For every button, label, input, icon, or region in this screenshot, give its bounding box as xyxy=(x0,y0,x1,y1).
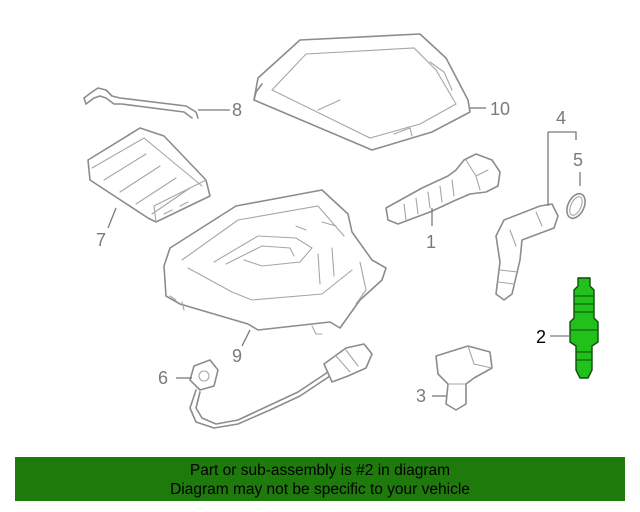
part-3-sensor[interactable] xyxy=(435,345,493,411)
callout-4: 4 xyxy=(556,108,566,128)
part-8-bracket[interactable] xyxy=(83,87,199,119)
part-9-tray[interactable] xyxy=(163,189,387,335)
callout-1: 1 xyxy=(426,232,436,252)
info-banner: Part or sub-assembly is #2 in diagram Di… xyxy=(15,457,625,501)
part-4-sensor[interactable] xyxy=(495,203,559,301)
part-2-spark-plug[interactable] xyxy=(569,277,599,379)
part-10-ecu-cover[interactable] xyxy=(253,33,471,151)
callout-9: 9 xyxy=(232,346,242,366)
part-7-control-module[interactable] xyxy=(87,127,211,223)
part-1-ignition-coil[interactable] xyxy=(385,153,501,225)
part-6-knock-sensor[interactable] xyxy=(189,343,373,429)
callout-numbers: 8 10 7 1 4 5 2 3 6 9 xyxy=(96,99,583,406)
banner-line-1: Part or sub-assembly is #2 in diagram xyxy=(189,462,451,479)
callout-6: 6 xyxy=(158,368,168,388)
callout-8: 8 xyxy=(232,100,242,120)
callout-10: 10 xyxy=(490,99,510,119)
callout-3: 3 xyxy=(416,386,426,406)
leader-lines xyxy=(107,107,581,397)
callout-5: 5 xyxy=(573,150,583,170)
part-5-o-ring[interactable] xyxy=(563,191,588,221)
callout-2: 2 xyxy=(536,327,546,347)
callout-7: 7 xyxy=(96,230,106,250)
banner-line-2: Diagram may not be specific to your vehi… xyxy=(170,481,470,498)
parts-diagram: 8 10 7 1 4 5 2 3 6 9 xyxy=(83,33,599,429)
